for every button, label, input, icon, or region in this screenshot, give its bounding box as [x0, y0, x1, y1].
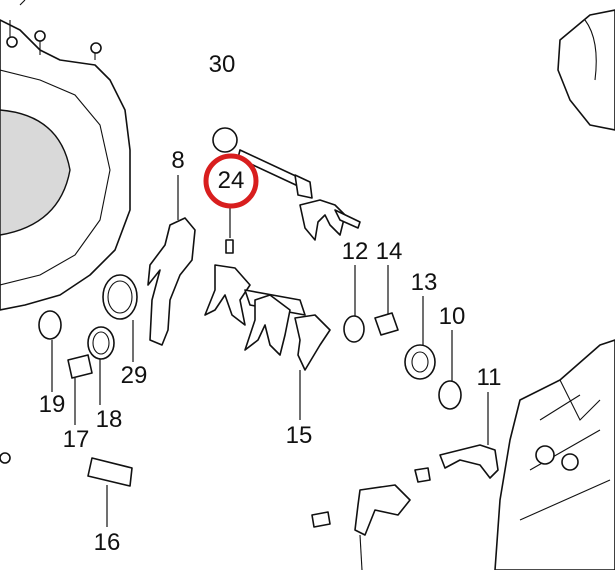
top-right-housing [557, 9, 615, 131]
callout-11[interactable]: 11 [476, 364, 502, 391]
callout-8[interactable]: 8 [171, 147, 185, 174]
callout-13[interactable]: 13 [410, 269, 438, 296]
leader-lines [51, 175, 489, 527]
part-30-o-ring [212, 127, 238, 153]
part-24-pin [225, 239, 234, 254]
clutch-housing [0, 0, 131, 311]
callout-29[interactable]: 29 [120, 362, 148, 389]
part-17-bushing [67, 354, 93, 379]
part-19-o-ring [38, 310, 62, 340]
callout-14[interactable]: 14 [375, 238, 403, 265]
part-10-ring [438, 380, 462, 410]
gearbox-housing [494, 339, 615, 570]
part-13-bearing [404, 344, 436, 380]
small-bolt [0, 452, 11, 464]
shift-rod [237, 149, 361, 241]
callout-19[interactable]: 19 [38, 391, 66, 418]
bolt [414, 467, 431, 483]
callout-24[interactable]: 24 [217, 167, 245, 194]
part-11-bracket [439, 444, 499, 479]
part-15-shift-forks [204, 264, 331, 371]
callout-15[interactable]: 15 [285, 422, 313, 449]
sensor [311, 484, 411, 570]
callout-12[interactable]: 12 [341, 238, 369, 265]
callout-16[interactable]: 16 [93, 529, 121, 556]
part-18-bushing [87, 326, 115, 360]
callout-10[interactable]: 10 [438, 303, 466, 330]
part-12-ring [343, 315, 365, 343]
part-8-lever [147, 217, 196, 346]
part-14-bushing [374, 312, 399, 336]
part-29-seal [102, 274, 138, 320]
callout-18[interactable]: 18 [95, 406, 123, 433]
callout-30[interactable]: 30 [208, 51, 236, 78]
callout-17[interactable]: 17 [62, 426, 90, 453]
part-16-block [87, 457, 133, 487]
highlight-circle [203, 153, 259, 209]
